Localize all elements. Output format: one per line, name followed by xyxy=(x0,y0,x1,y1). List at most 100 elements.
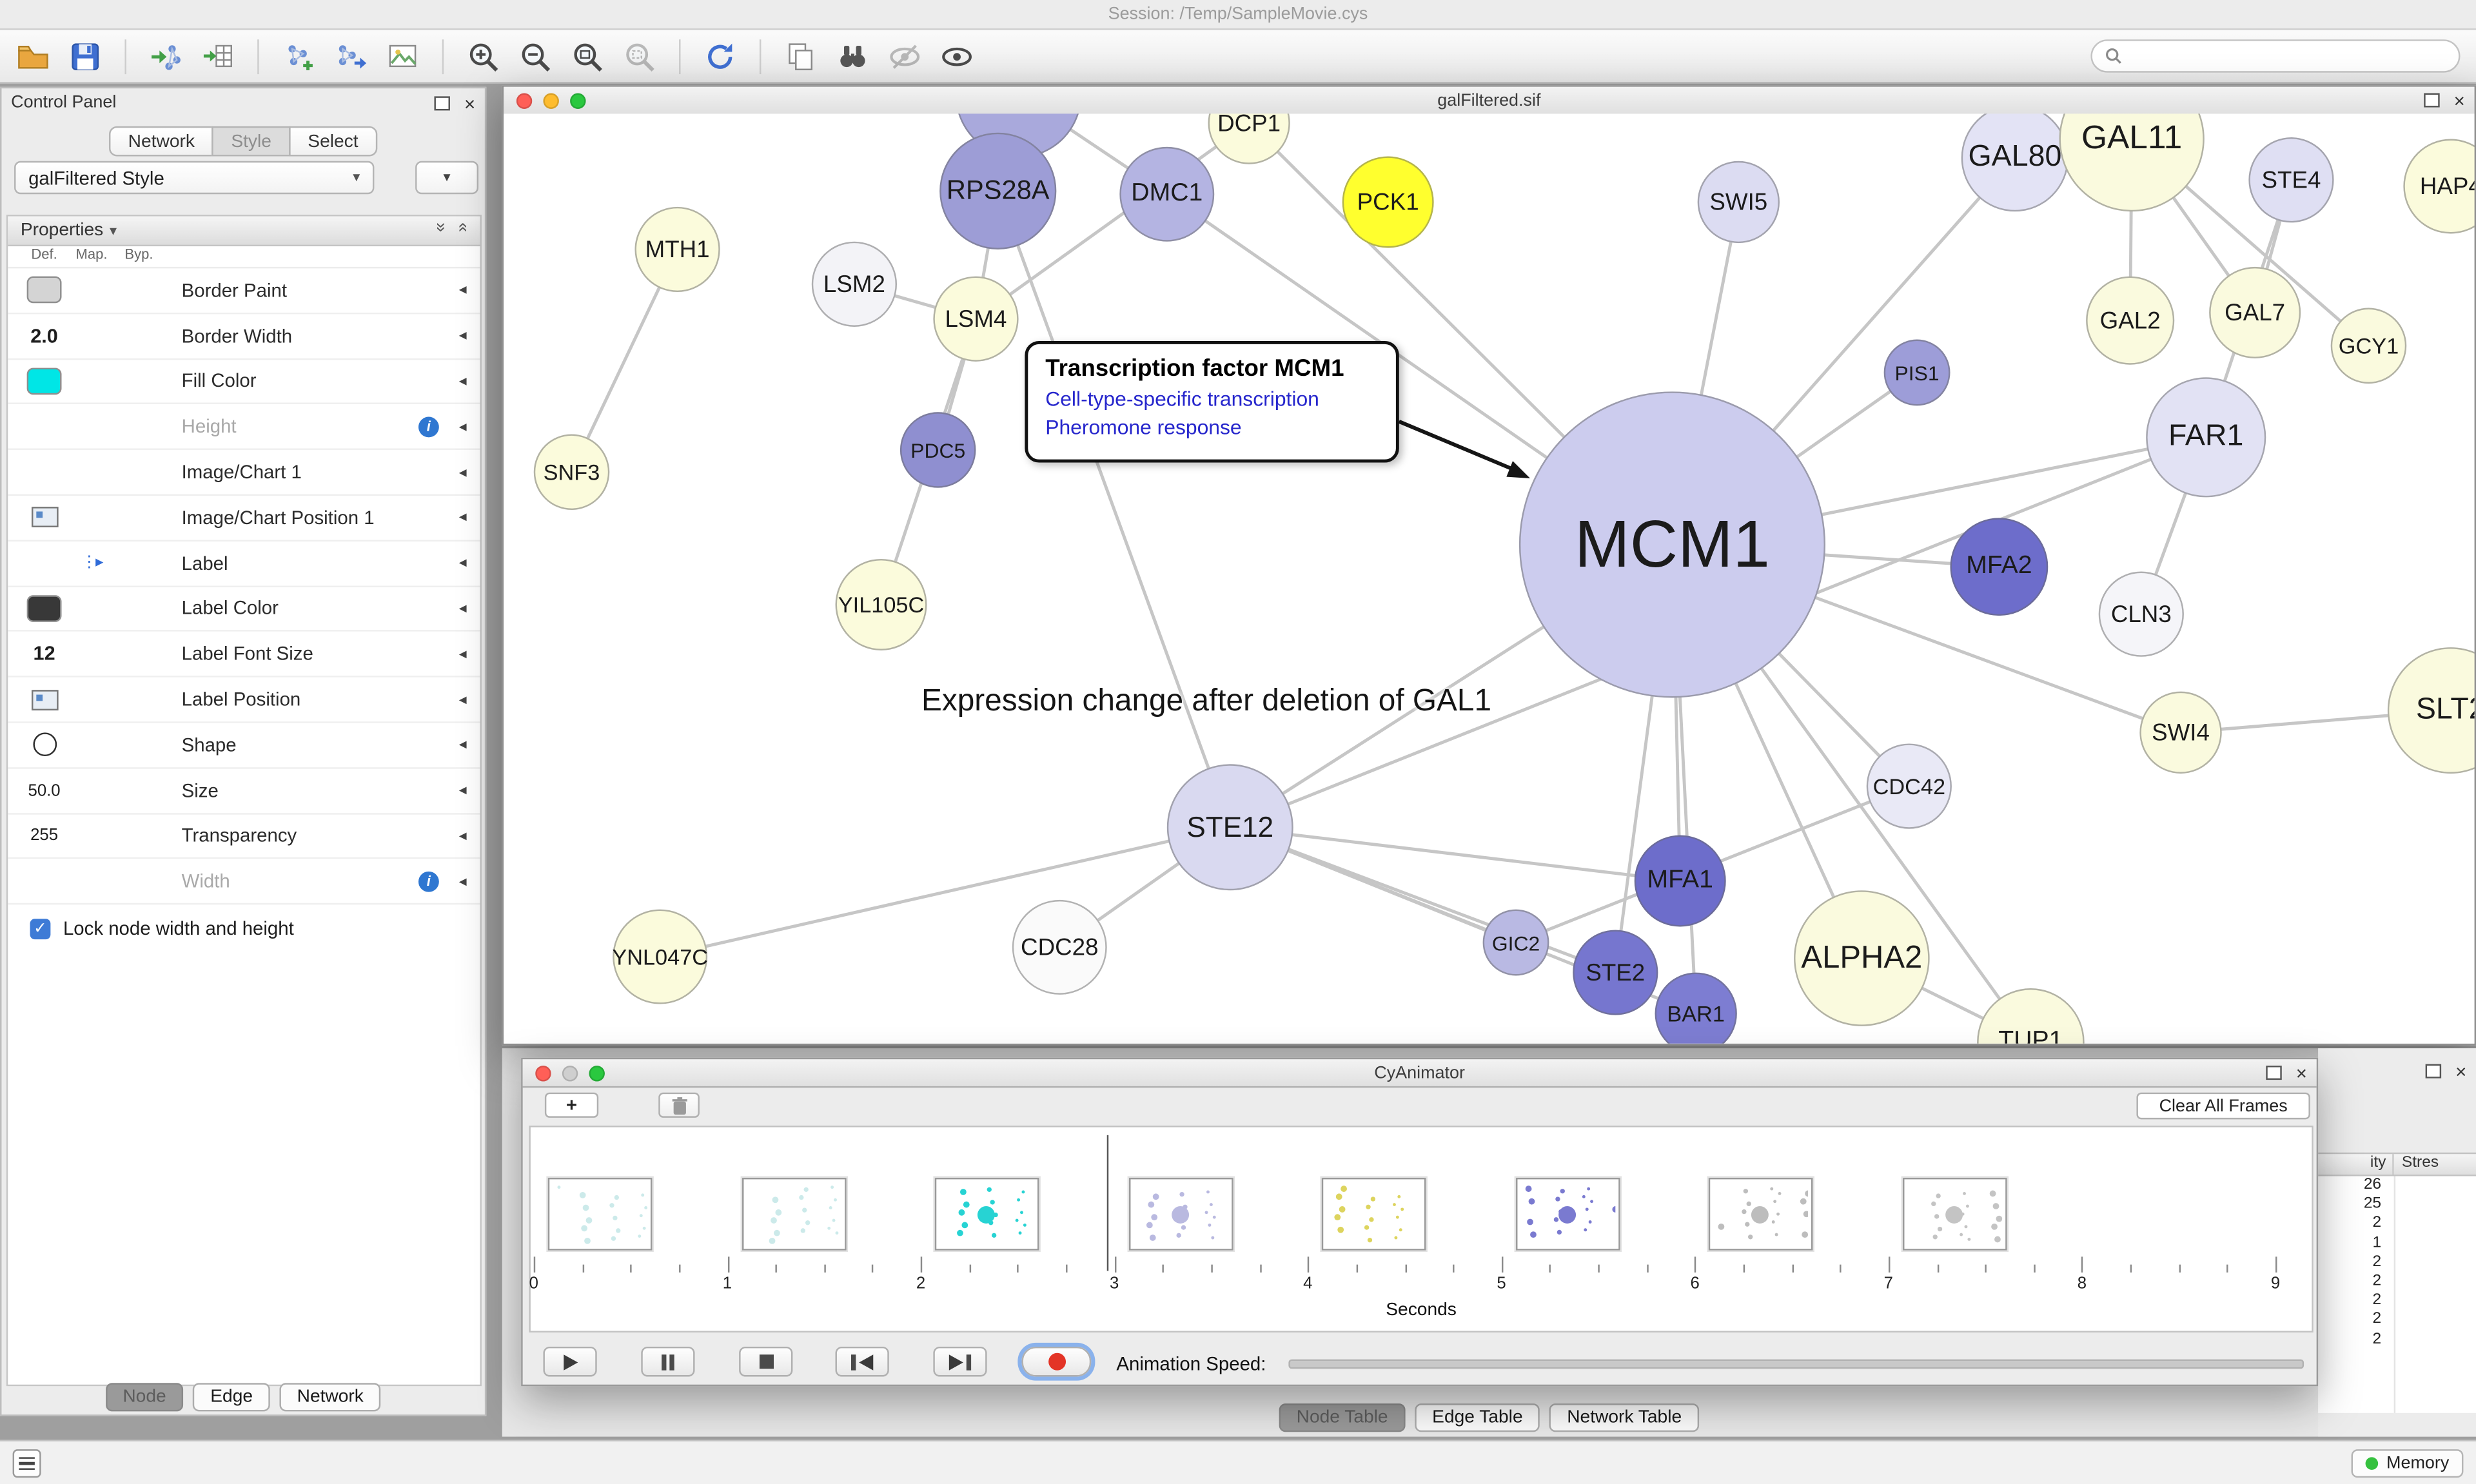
record-button[interactable] xyxy=(1021,1346,1092,1377)
close-view-icon[interactable]: × xyxy=(2295,1061,2307,1084)
frame-thumbnail-5[interactable] xyxy=(1515,1177,1620,1251)
current-style-select[interactable]: galFiltered Style ▾ xyxy=(14,161,375,195)
properties-header[interactable]: Properties ▾ » » xyxy=(8,216,480,247)
node-SWI5[interactable]: SWI5 xyxy=(1697,161,1780,244)
float-panel-icon[interactable] xyxy=(2425,1064,2442,1079)
tab-network[interactable]: Network xyxy=(109,126,214,157)
expand-arrow-icon[interactable]: ◄ xyxy=(456,737,469,752)
apply-layout-button[interactable] xyxy=(696,35,743,77)
edge-RPS28A-STE12[interactable] xyxy=(996,190,1232,828)
expand-arrow-icon[interactable]: ◄ xyxy=(456,556,469,571)
tab-edge-table[interactable]: Edge Table xyxy=(1415,1403,1540,1432)
play-button[interactable] xyxy=(543,1346,597,1377)
expand-arrow-icon[interactable]: ◄ xyxy=(456,874,469,889)
timeline-playhead[interactable] xyxy=(1106,1135,1108,1271)
import-network-button[interactable] xyxy=(142,35,189,77)
node-PCK1[interactable]: PCK1 xyxy=(1342,156,1434,248)
tab-style[interactable]: Style xyxy=(211,126,291,157)
property-row[interactable]: Image/Chart 1◄ xyxy=(8,450,480,496)
close-window-button[interactable] xyxy=(535,1064,551,1081)
delete-frame-button[interactable] xyxy=(658,1092,700,1118)
node-SLT2[interactable]: SLT2 xyxy=(2387,647,2475,774)
expand-arrow-icon[interactable]: ◄ xyxy=(456,692,469,707)
find-button[interactable] xyxy=(829,35,876,77)
zoom-window-button[interactable] xyxy=(589,1064,605,1081)
frame-thumbnail-3[interactable] xyxy=(1128,1177,1233,1251)
table-row[interactable]: 26 xyxy=(2318,1176,2476,1195)
node-MFA2[interactable]: MFA2 xyxy=(1950,518,2049,616)
node-GAL11[interactable]: GAL11 xyxy=(2059,113,2205,212)
collapse-all-icon[interactable]: » xyxy=(453,222,473,233)
node-PIS1[interactable]: PIS1 xyxy=(1883,339,1950,406)
node-MCM1[interactable]: MCM1 xyxy=(1518,391,1826,698)
close-panel-icon[interactable]: × xyxy=(464,92,476,115)
frame-thumbnail-6[interactable] xyxy=(1709,1177,1814,1251)
float-window-icon[interactable] xyxy=(2266,1066,2282,1080)
tab-select[interactable]: Select xyxy=(288,126,377,157)
search-box[interactable] xyxy=(2090,39,2461,73)
zoom-fit-button[interactable] xyxy=(564,35,611,77)
annotation-link[interactable]: Pheromone response xyxy=(1045,415,1242,439)
annotation-box[interactable]: Transcription factor MCM1 Cell-type-spec… xyxy=(1025,340,1399,463)
node-HAP4[interactable]: HAP4 xyxy=(2403,139,2475,234)
close-window-button[interactable] xyxy=(516,92,533,108)
mapping-icon[interactable]: ⋮▸ xyxy=(81,554,103,572)
panel-menu-button[interactable] xyxy=(12,1449,41,1478)
expand-arrow-icon[interactable]: ◄ xyxy=(456,283,469,298)
color-swatch[interactable] xyxy=(26,595,62,622)
node-LSM2[interactable]: LSM2 xyxy=(811,241,898,327)
search-input[interactable] xyxy=(2130,44,2446,68)
node-GAL7[interactable]: GAL7 xyxy=(2209,266,2301,358)
node-STE12[interactable]: STE12 xyxy=(1166,764,1293,891)
table-row[interactable]: 2 xyxy=(2318,1253,2476,1273)
circle-shape-icon[interactable] xyxy=(32,733,56,757)
frame-thumbnail-2[interactable] xyxy=(935,1177,1039,1251)
node-CDC28[interactable]: CDC28 xyxy=(1012,899,1107,995)
open-session-button[interactable] xyxy=(10,35,57,77)
zoom-in-button[interactable] xyxy=(460,35,507,77)
skip-start-button[interactable] xyxy=(835,1346,889,1377)
node-TUP1[interactable]: TUP1 xyxy=(1977,988,2085,1044)
slider-track[interactable] xyxy=(1288,1359,2304,1369)
skip-end-button[interactable] xyxy=(933,1346,987,1377)
float-window-icon[interactable] xyxy=(2424,93,2440,108)
expand-all-icon[interactable]: » xyxy=(431,222,450,233)
property-row[interactable]: Shape◄ xyxy=(8,723,480,769)
edge-DCP1-LSM4[interactable] xyxy=(975,122,1250,320)
property-row[interactable]: Image/Chart Position 1◄ xyxy=(8,496,480,542)
node-ALPHA2[interactable]: ALPHA2 xyxy=(1794,890,1930,1026)
property-row[interactable]: Border Paint◄ xyxy=(8,268,480,314)
property-row[interactable]: Fill Color◄ xyxy=(8,359,480,405)
pause-button[interactable] xyxy=(641,1346,695,1377)
save-session-button[interactable] xyxy=(62,35,109,77)
node-CLN3[interactable]: CLN3 xyxy=(2098,571,2184,657)
node-MFA1[interactable]: MFA1 xyxy=(1634,835,1726,927)
color-swatch[interactable] xyxy=(26,277,62,304)
style-options-button[interactable]: ▾ xyxy=(415,161,479,195)
annotation-link[interactable]: Cell-type-specific transcription xyxy=(1045,387,1319,411)
frame-thumbnail-0[interactable] xyxy=(547,1177,653,1251)
column-header[interactable]: ity xyxy=(2318,1154,2394,1175)
table-row[interactable]: 2 xyxy=(2318,1215,2476,1234)
node-FAR1[interactable]: FAR1 xyxy=(2146,377,2266,498)
node-GAL2[interactable]: GAL2 xyxy=(2086,276,2175,365)
node-RPS28A[interactable]: RPS28A xyxy=(939,132,1057,249)
expand-arrow-icon[interactable]: ◄ xyxy=(456,374,469,389)
node-SNF3[interactable]: SNF3 xyxy=(533,434,610,511)
expand-arrow-icon[interactable]: ◄ xyxy=(456,828,469,843)
close-view-icon[interactable]: × xyxy=(2453,89,2465,112)
node-LSM4[interactable]: LSM4 xyxy=(933,276,1019,362)
export-network-button[interactable] xyxy=(327,35,374,77)
column-header[interactable]: Stres xyxy=(2401,1154,2439,1172)
close-panel-icon[interactable]: × xyxy=(2455,1060,2467,1082)
position-icon[interactable] xyxy=(30,507,58,528)
table-row[interactable]: 25 xyxy=(2318,1195,2476,1215)
frame-thumbnail-4[interactable] xyxy=(1322,1177,1427,1251)
property-row[interactable]: ⋮▸Label◄ xyxy=(8,541,480,587)
table-row[interactable]: 2 xyxy=(2318,1292,2476,1311)
expand-arrow-icon[interactable]: ◄ xyxy=(456,601,469,616)
